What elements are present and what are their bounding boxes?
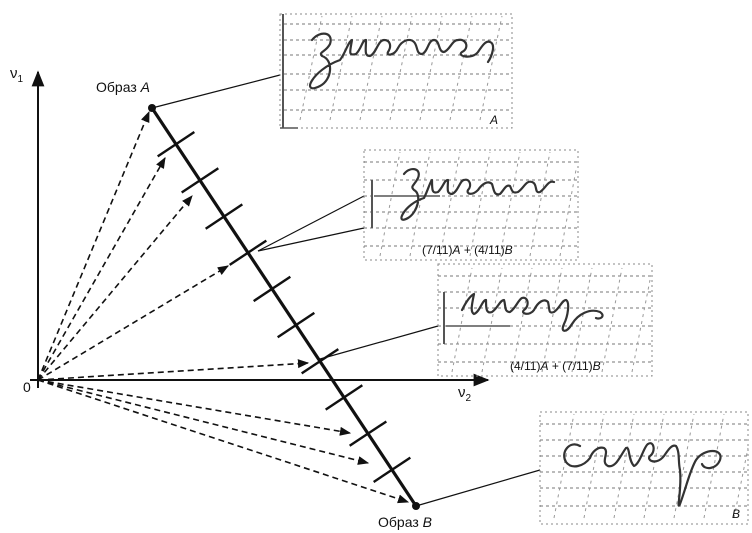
- panel-mix-4-7: (4/11)A + (7/11)B: [437, 263, 653, 377]
- panel-image-b: B: [539, 411, 749, 525]
- panel-mix1-caption: (7/11)A + (4/11)B: [422, 243, 513, 257]
- segment-tick: [157, 131, 195, 158]
- segment-tick: [181, 167, 219, 194]
- v1-axis-label: ν1: [10, 65, 24, 85]
- panel-image-a: A: [279, 13, 513, 129]
- segment-tick: [277, 311, 315, 339]
- segment-a-b: [150, 107, 418, 507]
- segment-tick: [373, 456, 411, 483]
- segment-ticks: [157, 131, 411, 483]
- interpolation-vectors: [37, 110, 410, 504]
- handwriting-word-b: [563, 442, 722, 507]
- vector-b: [37, 379, 410, 504]
- segment-tick: [325, 384, 363, 411]
- handwriting-word-a: [308, 32, 495, 90]
- segment-tick: [229, 239, 267, 266]
- panel-a-caption: A: [489, 113, 498, 127]
- handwriting-word-mix1: [400, 168, 556, 221]
- origin-label: 0: [23, 379, 31, 395]
- image-a-label: Образ A: [96, 79, 150, 95]
- vector-2: [37, 195, 193, 381]
- panel-mix-7-4: (7/11)A + (4/11)B: [363, 149, 579, 261]
- vector-a: [37, 110, 150, 381]
- v2-axis-label: ν2: [458, 384, 472, 404]
- segment-tick: [301, 348, 339, 375]
- vector-4: [37, 359, 310, 381]
- panel-mix2-caption: (4/11)A + (7/11)B: [510, 359, 601, 373]
- segment-tick: [205, 203, 243, 230]
- vector-1: [37, 157, 166, 381]
- segment-tick: [253, 275, 291, 303]
- segment-tick: [349, 420, 387, 447]
- panel-b-caption: B: [732, 507, 740, 521]
- panel-connectors: [151, 74, 541, 507]
- handwriting-word-mix2: [460, 292, 604, 332]
- vector-5: [37, 379, 352, 436]
- image-b-label: Образ B: [378, 514, 432, 530]
- vector-3: [37, 265, 229, 381]
- vector-6: [37, 379, 370, 465]
